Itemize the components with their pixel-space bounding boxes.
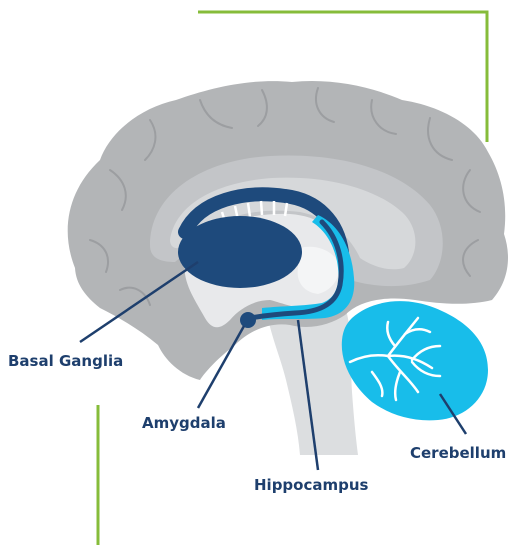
cerebellum-body [342,301,488,420]
label-cerebellum: Cerebellum [410,444,506,462]
label-amygdala: Amygdala [142,414,226,432]
label-basal-ganglia: Basal Ganglia [8,352,123,370]
striation-line [261,201,262,215]
label-hippocampus: Hippocampus [254,476,369,494]
cerebellum [342,301,488,420]
amygdala [240,312,256,328]
lentiform-nucleus [178,216,302,288]
